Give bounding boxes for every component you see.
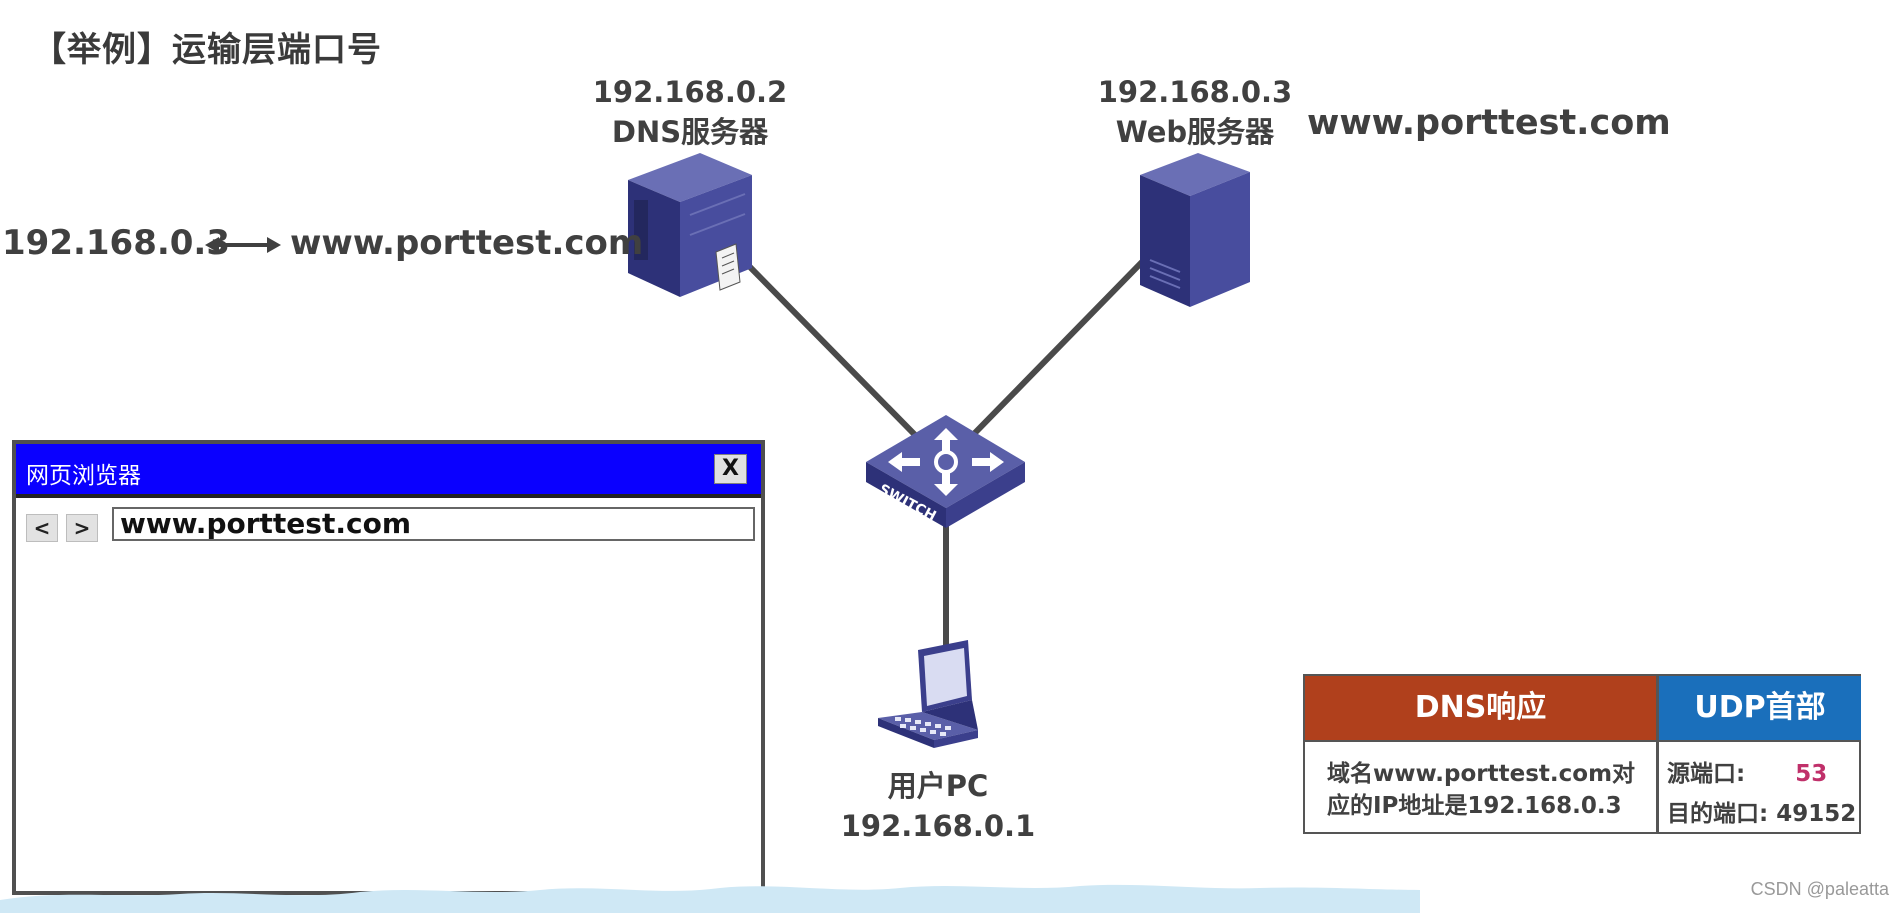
web-server-label: 192.168.0.3 Web服务器 — [1070, 72, 1320, 152]
dns-switch-link — [745, 262, 923, 443]
close-button[interactable]: X — [714, 454, 747, 484]
browser-titlebar: 网页浏览器 X — [16, 444, 761, 498]
dns-body-line2: 应的IP地址是192.168.0.3 — [1327, 793, 1622, 819]
mapping-ip: 192.168.0.3 — [2, 223, 231, 263]
dns-server-label: 192.168.0.2 DNS服务器 — [560, 72, 820, 152]
browser-window: 网页浏览器 X < > www.porttest.com — [12, 440, 765, 895]
watermark: CSDN @paleatta — [1750, 879, 1889, 899]
dns-server-name: DNS服务器 — [611, 115, 769, 149]
web-server-ip: 192.168.0.3 — [1097, 75, 1293, 109]
src-port-label: 源端口: — [1667, 761, 1746, 787]
user-pc-ip: 192.168.0.1 — [840, 809, 1036, 843]
user-pc-name: 用户PC — [887, 769, 989, 803]
dns-response-packet: DNS响应 UDP首部 域名www.porttest.com对 应的IP地址是1… — [1303, 674, 1861, 834]
dst-port-value: 49152 — [1776, 801, 1857, 827]
switch-icon: SWITCH — [866, 415, 1025, 528]
laptop-icon — [878, 640, 978, 748]
dns-server-icon — [628, 153, 752, 297]
page-title: 【举例】运输层端口号 — [32, 30, 382, 70]
udp-header: UDP首部 — [1656, 676, 1861, 740]
web-switch-link — [965, 259, 1145, 443]
src-port-row: 源端口: 53 — [1667, 754, 1861, 794]
web-server-icon — [1140, 153, 1250, 307]
web-server-domain: www.porttest.com — [1307, 103, 1671, 143]
dns-server-ip: 192.168.0.2 — [592, 75, 788, 109]
mapping-domain: www.porttest.com — [290, 223, 644, 263]
address-bar[interactable]: www.porttest.com — [112, 507, 755, 541]
src-port-value: 53 — [1795, 761, 1828, 787]
dst-port-row: 目的端口: 49152 — [1667, 794, 1861, 834]
back-button[interactable]: < — [26, 514, 58, 542]
udp-header-body: 源端口: 53 目的端口: 49152 — [1656, 740, 1861, 834]
user-pc-label: 用户PC 192.168.0.1 — [818, 766, 1058, 846]
decorative-wave — [0, 884, 1420, 913]
browser-title: 网页浏览器 — [26, 463, 141, 489]
dns-response-body: 域名www.porttest.com对 应的IP地址是192.168.0.3 — [1305, 740, 1656, 834]
dst-port-label: 目的端口: — [1667, 801, 1769, 827]
dns-body-line1: 域名www.porttest.com对 — [1327, 761, 1636, 787]
double-arrow-icon — [205, 237, 281, 253]
web-server-name: Web服务器 — [1115, 115, 1275, 149]
forward-button[interactable]: > — [66, 514, 98, 542]
dns-response-header: DNS响应 — [1305, 676, 1656, 740]
